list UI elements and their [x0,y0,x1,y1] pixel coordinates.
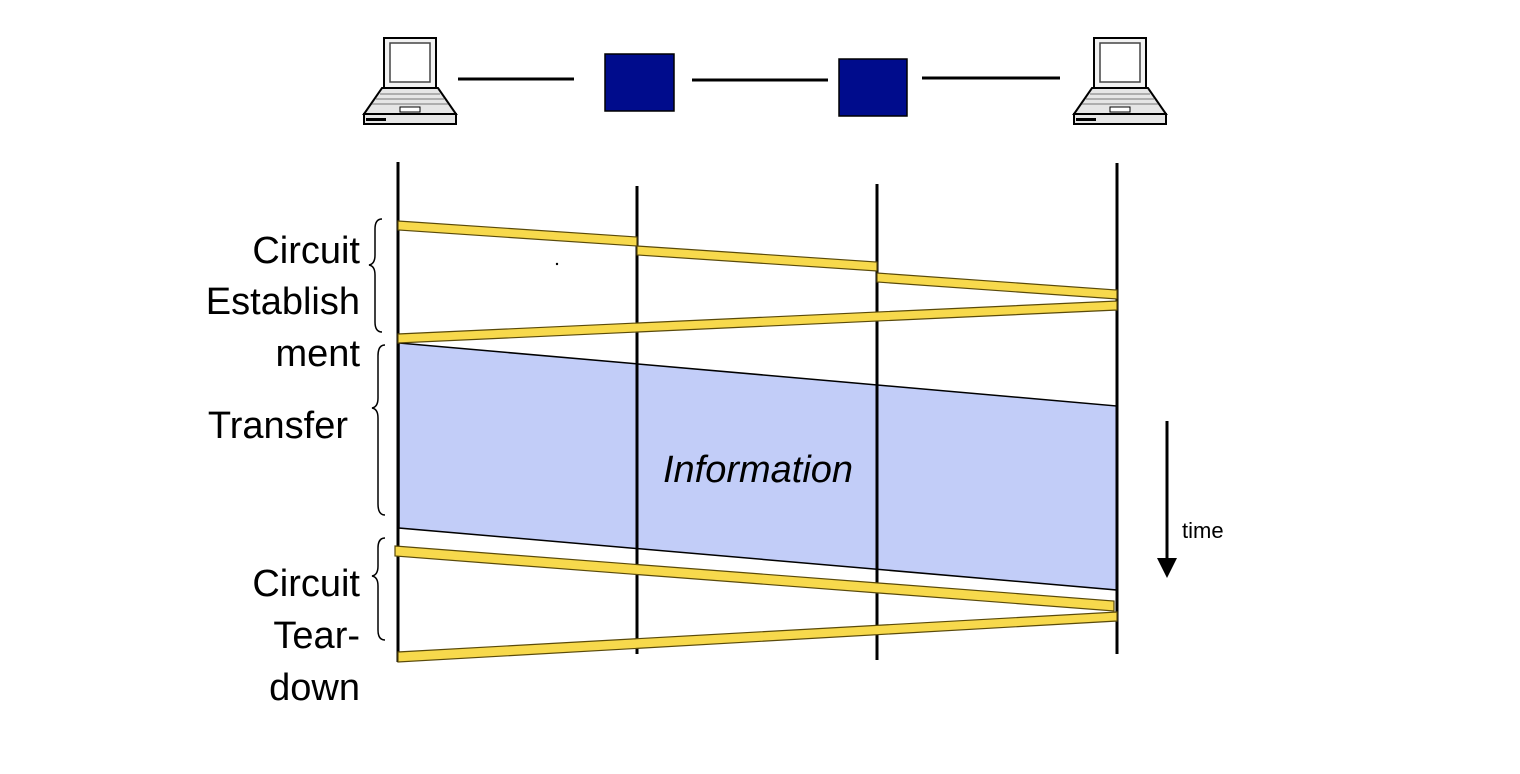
label-establishment-line1: Circuit [252,230,360,272]
label-information: Information [663,449,853,491]
phase-braces [368,218,386,641]
network-topology [362,37,1168,125]
setup-request-hop-1 [397,220,638,247]
label-establishment-line2: Establish [206,281,360,323]
laptop-icon [1072,37,1168,125]
setup-request-hop-2 [636,245,878,272]
brace-establishment [368,218,383,333]
label-teardown-line2: Tear- [273,615,360,657]
laptop-icon [362,37,458,125]
label-transfer: Transfer [208,405,348,447]
brace-transfer [371,344,386,516]
time-arrow [1157,421,1177,578]
teardown-signals [394,545,1118,663]
teardown-confirm [397,611,1118,663]
label-teardown-line1: Circuit [252,563,360,605]
label-teardown-line3: down [269,667,360,709]
label-establishment-line3: ment [276,333,361,375]
stray-dot [555,262,559,266]
switch-icon [838,58,908,117]
establishment-signals [397,220,1118,344]
arrow-down-icon [1157,558,1177,578]
brace-teardown [371,537,386,641]
label-time: time [1182,518,1224,543]
teardown-request [394,545,1115,612]
setup-request-hop-3 [876,272,1118,300]
setup-confirm [397,300,1118,344]
switch-icon [604,53,675,112]
